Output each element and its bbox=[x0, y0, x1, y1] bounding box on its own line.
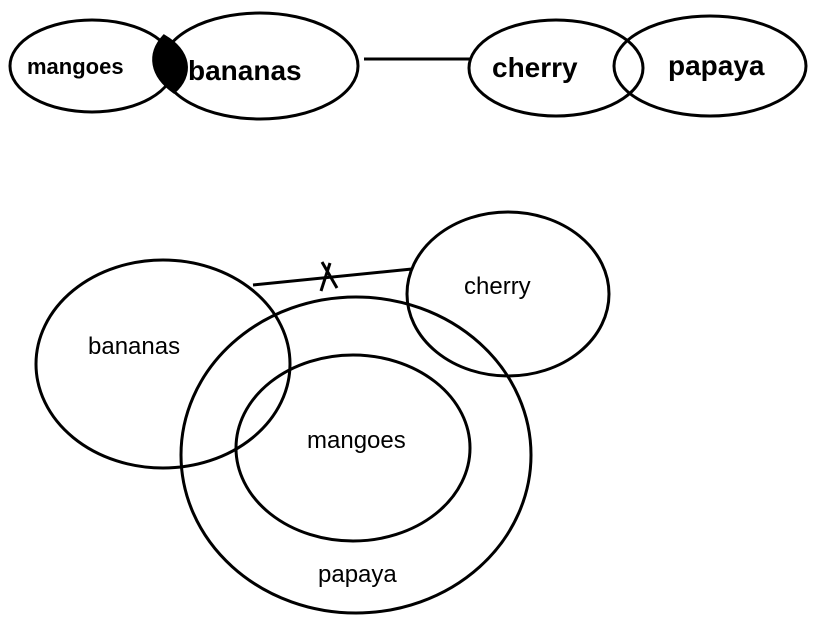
bottom-mangoes-circle bbox=[234, 353, 472, 543]
top-mangoes-label: mangoes bbox=[27, 54, 124, 79]
bottom-cherry-label: cherry bbox=[464, 273, 531, 300]
bottom-bananas-circle bbox=[34, 258, 292, 470]
bottom-papaya-circle bbox=[179, 295, 533, 615]
bottom-papaya-label: papaya bbox=[318, 561, 397, 588]
top-diagram: mangoes bananas cherry papaya bbox=[8, 11, 808, 121]
top-mangoes-circle bbox=[8, 18, 176, 114]
bottom-diagram: bananas cherry mangoes papaya bbox=[34, 210, 611, 615]
top-cherry-circle bbox=[467, 18, 645, 118]
top-papaya-circle bbox=[612, 14, 808, 118]
bottom-mangoes-label: mangoes bbox=[307, 427, 406, 454]
bottom-bananas-label: bananas bbox=[88, 333, 180, 360]
top-papaya-label: papaya bbox=[668, 50, 765, 81]
top-bananas-label: bananas bbox=[188, 55, 302, 86]
cross-mark bbox=[319, 261, 339, 292]
bottom-connector-line bbox=[252, 267, 413, 287]
top-bananas-circle bbox=[160, 11, 360, 121]
top-cherry-label: cherry bbox=[492, 52, 578, 83]
